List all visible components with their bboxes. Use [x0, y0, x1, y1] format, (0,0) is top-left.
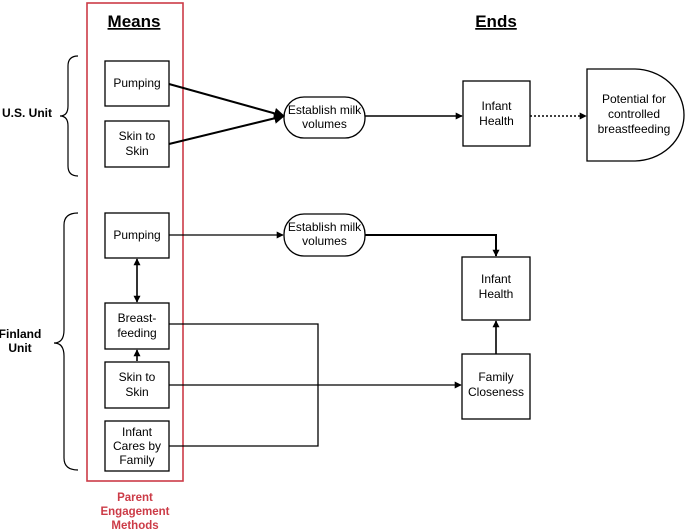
us-pumping-label: Pumping	[113, 76, 160, 90]
fi-breastfeeding-node: Breast- feeding	[104, 302, 170, 350]
us-skin-to-skin-node: Skin to Skin	[104, 120, 170, 168]
fi-skin-to-skin-label-2: Skin	[125, 385, 148, 399]
finland-unit-brace	[53, 212, 79, 471]
us-infant-health-node: Infant Health	[462, 80, 531, 147]
fi-infant-cares-label-1: Infant	[122, 425, 153, 439]
fi-breastfeeding-label-1: Breast-	[118, 311, 157, 325]
fi-breastfeeding-label-2: feeding	[117, 326, 156, 340]
means-caption-line3: Methods	[111, 520, 158, 531]
fi-pumping-label: Pumping	[113, 228, 160, 242]
fi-infant-health-label-2: Health	[479, 287, 514, 301]
fi-infant-health-node: Infant Health	[461, 256, 531, 321]
us-potential-label-1: Potential for	[602, 92, 666, 106]
means-heading: Means	[108, 12, 161, 31]
us-establish-milk-label-1: Establish milk	[288, 103, 362, 117]
us-skin-to-skin-label-1: Skin to	[119, 129, 156, 143]
fi-establish-milk-node: Establish milk volumes	[283, 213, 366, 257]
fi-establish-milk-label-2: volumes	[302, 234, 347, 248]
fi-skin-to-skin-label-1: Skin to	[119, 370, 156, 384]
fi-infant-cares-node: Infant Cares by Family	[104, 420, 170, 472]
finland-unit-label-line1: Finland	[0, 327, 41, 341]
us-pumping-node: Pumping	[104, 60, 170, 107]
us-unit-label: U.S. Unit	[2, 106, 52, 120]
fi-infant-cares-label-3: Family	[119, 453, 154, 467]
fi-infant-cares-label-2: Cares by	[113, 439, 161, 453]
us-potential-node: Potential for controlled breastfeeding	[586, 68, 685, 162]
us-skin-to-skin-label-2: Skin	[125, 144, 148, 158]
us-establish-milk-node: Establish milk volumes	[283, 96, 366, 139]
fi-infant-health-label-1: Infant	[481, 272, 512, 286]
fi-family-closeness-node: Family Closeness	[461, 353, 531, 420]
ends-heading: Ends	[475, 12, 517, 31]
means-caption-line1: Parent	[117, 492, 153, 504]
us-establish-milk-label-2: volumes	[302, 117, 347, 131]
edge-fi-milk-to-health	[365, 234, 500, 257]
us-potential-label-3: breastfeeding	[598, 122, 671, 136]
fi-family-closeness-label-2: Closeness	[468, 385, 524, 399]
us-infant-health-label-1: Infant	[481, 99, 512, 113]
edge-us-pumping-to-milk	[168, 83, 286, 119]
edge-us-skin-to-milk	[168, 112, 286, 145]
us-infant-health-label-2: Health	[479, 114, 514, 128]
us-unit-brace	[59, 55, 79, 177]
fi-family-closeness-label-1: Family	[478, 370, 513, 384]
fi-establish-milk-label-1: Establish milk	[288, 220, 362, 234]
means-frame	[86, 2, 184, 482]
means-caption-line2: Engagement	[100, 506, 169, 518]
fi-skin-to-skin-node: Skin to Skin	[104, 361, 170, 409]
fi-pumping-node: Pumping	[104, 212, 170, 259]
finland-unit-label-line2: Unit	[8, 341, 31, 355]
us-potential-label-2: controlled	[608, 107, 660, 121]
